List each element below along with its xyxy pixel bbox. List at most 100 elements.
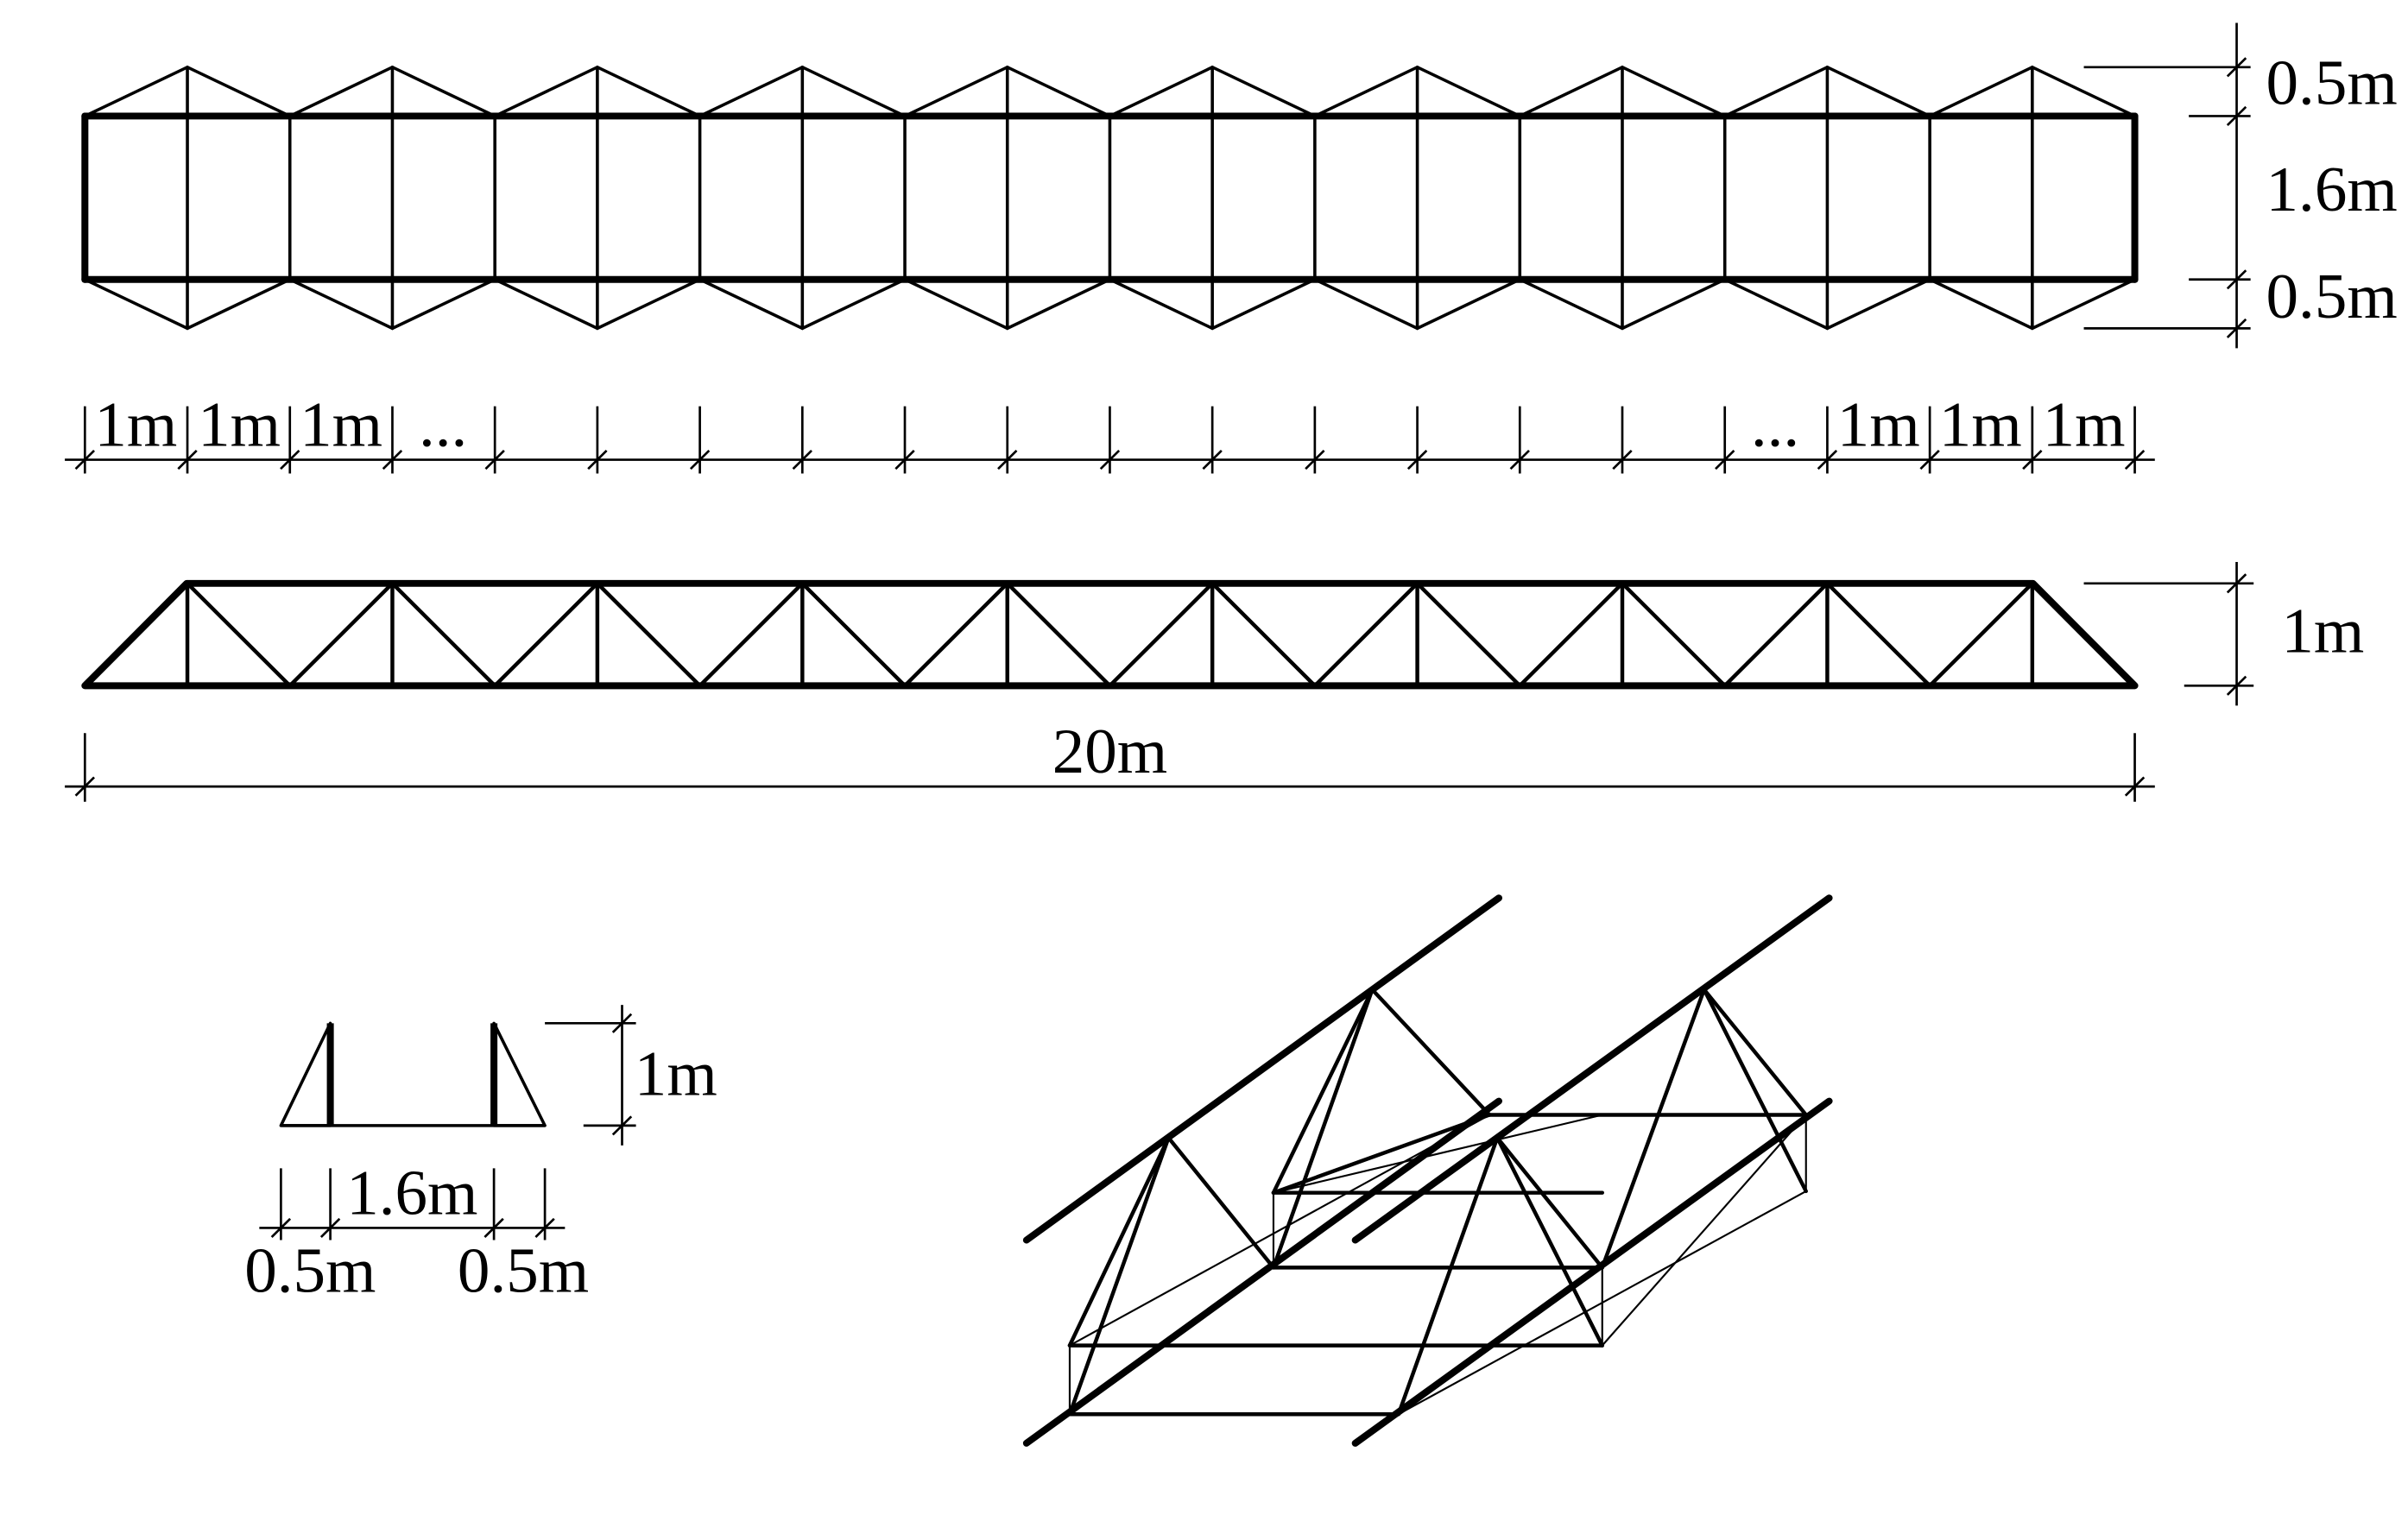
spacing-tick (2124, 449, 2146, 470)
plan-diagonal (288, 66, 395, 118)
plan-diagonal (1005, 66, 1112, 118)
elevation-span-label: 20m (1052, 716, 1167, 788)
spacing-tick (1817, 449, 1838, 470)
elevation-view (81, 579, 2139, 690)
plan-diagonal (1722, 66, 1830, 118)
spacing-tick (484, 449, 505, 470)
elevation-diagonal (492, 581, 600, 688)
section-height-label: 1m (635, 1038, 717, 1110)
plan-diagonal (800, 66, 907, 118)
spacing-tick (1612, 449, 1633, 470)
plan-diagonal (1825, 66, 1931, 118)
spacing-tick (74, 449, 96, 470)
spacing-tick (587, 449, 608, 470)
plan-diagonal (2031, 66, 2137, 118)
section-left-offset-label: 0.5m (244, 1235, 376, 1307)
iso-chord-bottom-left (1022, 1097, 1502, 1447)
plan-diagonal (1518, 277, 1624, 331)
spacing-tick (1099, 449, 1121, 470)
plan-diagonal (1518, 66, 1624, 118)
plan-diagonal (1313, 66, 1419, 118)
spacing-ellipsis-right: ... (1751, 389, 1799, 461)
elevation-diagonal (698, 581, 805, 688)
iso-web-members (1067, 988, 1808, 1417)
panel-spacing-dimension (65, 406, 2155, 474)
elevation-diagonal (1108, 581, 1215, 688)
plan-diagonal (1108, 66, 1214, 118)
elevation-diagonal (1620, 581, 1727, 688)
elevation-height-dimension (2083, 562, 2254, 706)
plan-dimensions (2083, 22, 2251, 349)
section-right-triangle (492, 1021, 547, 1127)
elevation-diagonal (1312, 581, 1419, 688)
spacing-label-1: 1m (94, 389, 177, 461)
plan-diagonal (903, 277, 1009, 331)
spacing-label-20: 1m (2043, 389, 2126, 461)
iso-chord-top-left (1022, 894, 1502, 1244)
plan-diagonal (288, 277, 395, 331)
elevation-diagonal (390, 581, 497, 688)
iso-thin-struts (1068, 1114, 1807, 1416)
plan-diagonal (186, 66, 292, 118)
plan-diagonal (83, 277, 189, 331)
plan-diagonal (596, 277, 702, 331)
plan-bottom-offset-label: 0.5m (2266, 261, 2398, 332)
elevation-web-members (185, 581, 2035, 688)
plan-diagonal (1621, 66, 1727, 118)
elevation-diagonal (595, 581, 702, 688)
spacing-label-19: 1m (1939, 389, 2022, 461)
spacing-tick (177, 449, 198, 470)
cross-section (279, 1021, 547, 1127)
isometric-view (1022, 894, 1833, 1447)
spacing-tick (1509, 449, 1530, 470)
plan-diagonal (698, 66, 805, 118)
plan-diagonal (1313, 277, 1419, 331)
elevation-chords (81, 579, 2139, 690)
spacing-label-3: 1m (300, 389, 382, 461)
section-right-offset-label: 0.5m (458, 1235, 589, 1307)
plan-diagonal (83, 66, 189, 118)
section-dimensions (259, 1005, 636, 1240)
plan-diagonal (1415, 66, 1522, 118)
plan-top-offset-label: 0.5m (2266, 47, 2398, 119)
elevation-diagonal (1210, 581, 1318, 688)
spacing-tick (689, 449, 711, 470)
spacing-label-2: 1m (198, 389, 281, 461)
spacing-tick (997, 449, 1018, 470)
plan-diagonal (493, 66, 599, 118)
spacing-label-18: 1m (1837, 389, 1920, 461)
plan-chords (81, 112, 2139, 283)
plan-diagonal (1005, 277, 1112, 331)
plan-diagonal (596, 66, 702, 118)
elevation-diagonal (1825, 581, 1932, 688)
plan-diagonal (390, 277, 496, 331)
plan-diagonal (1210, 66, 1317, 118)
elevation-span-dimension (65, 733, 2155, 802)
spacing-tick (1202, 449, 1223, 470)
elevation-height-label: 1m (2281, 596, 2364, 667)
spacing-tick (1305, 449, 1325, 470)
elevation-diagonal (1005, 581, 1112, 688)
spacing-tick (382, 449, 403, 470)
plan-diagonal (800, 277, 907, 331)
plan-view (81, 66, 2139, 331)
plan-diagonal (390, 66, 496, 118)
elevation-diagonal (1415, 581, 1522, 688)
spacing-tick (1715, 449, 1735, 470)
plan-diagonal (1825, 277, 1931, 331)
iso-chords (1022, 894, 1833, 1447)
spacing-tick (1406, 449, 1428, 470)
elevation-diagonal (800, 581, 907, 688)
spacing-tick (792, 449, 812, 470)
elevation-diagonal (1518, 581, 1625, 688)
spacing-ellipsis-left: ... (419, 389, 467, 461)
plan-diagonal (1928, 66, 2034, 118)
elevation-diagonal (902, 581, 1009, 688)
plan-diagonal (493, 277, 599, 331)
section-inner-width-label: 1.6m (346, 1158, 477, 1229)
elevation-diagonal (288, 581, 395, 688)
spacing-tick (2022, 449, 2043, 470)
spacing-tick (1919, 449, 1940, 470)
plan-diagonal (1415, 277, 1522, 331)
